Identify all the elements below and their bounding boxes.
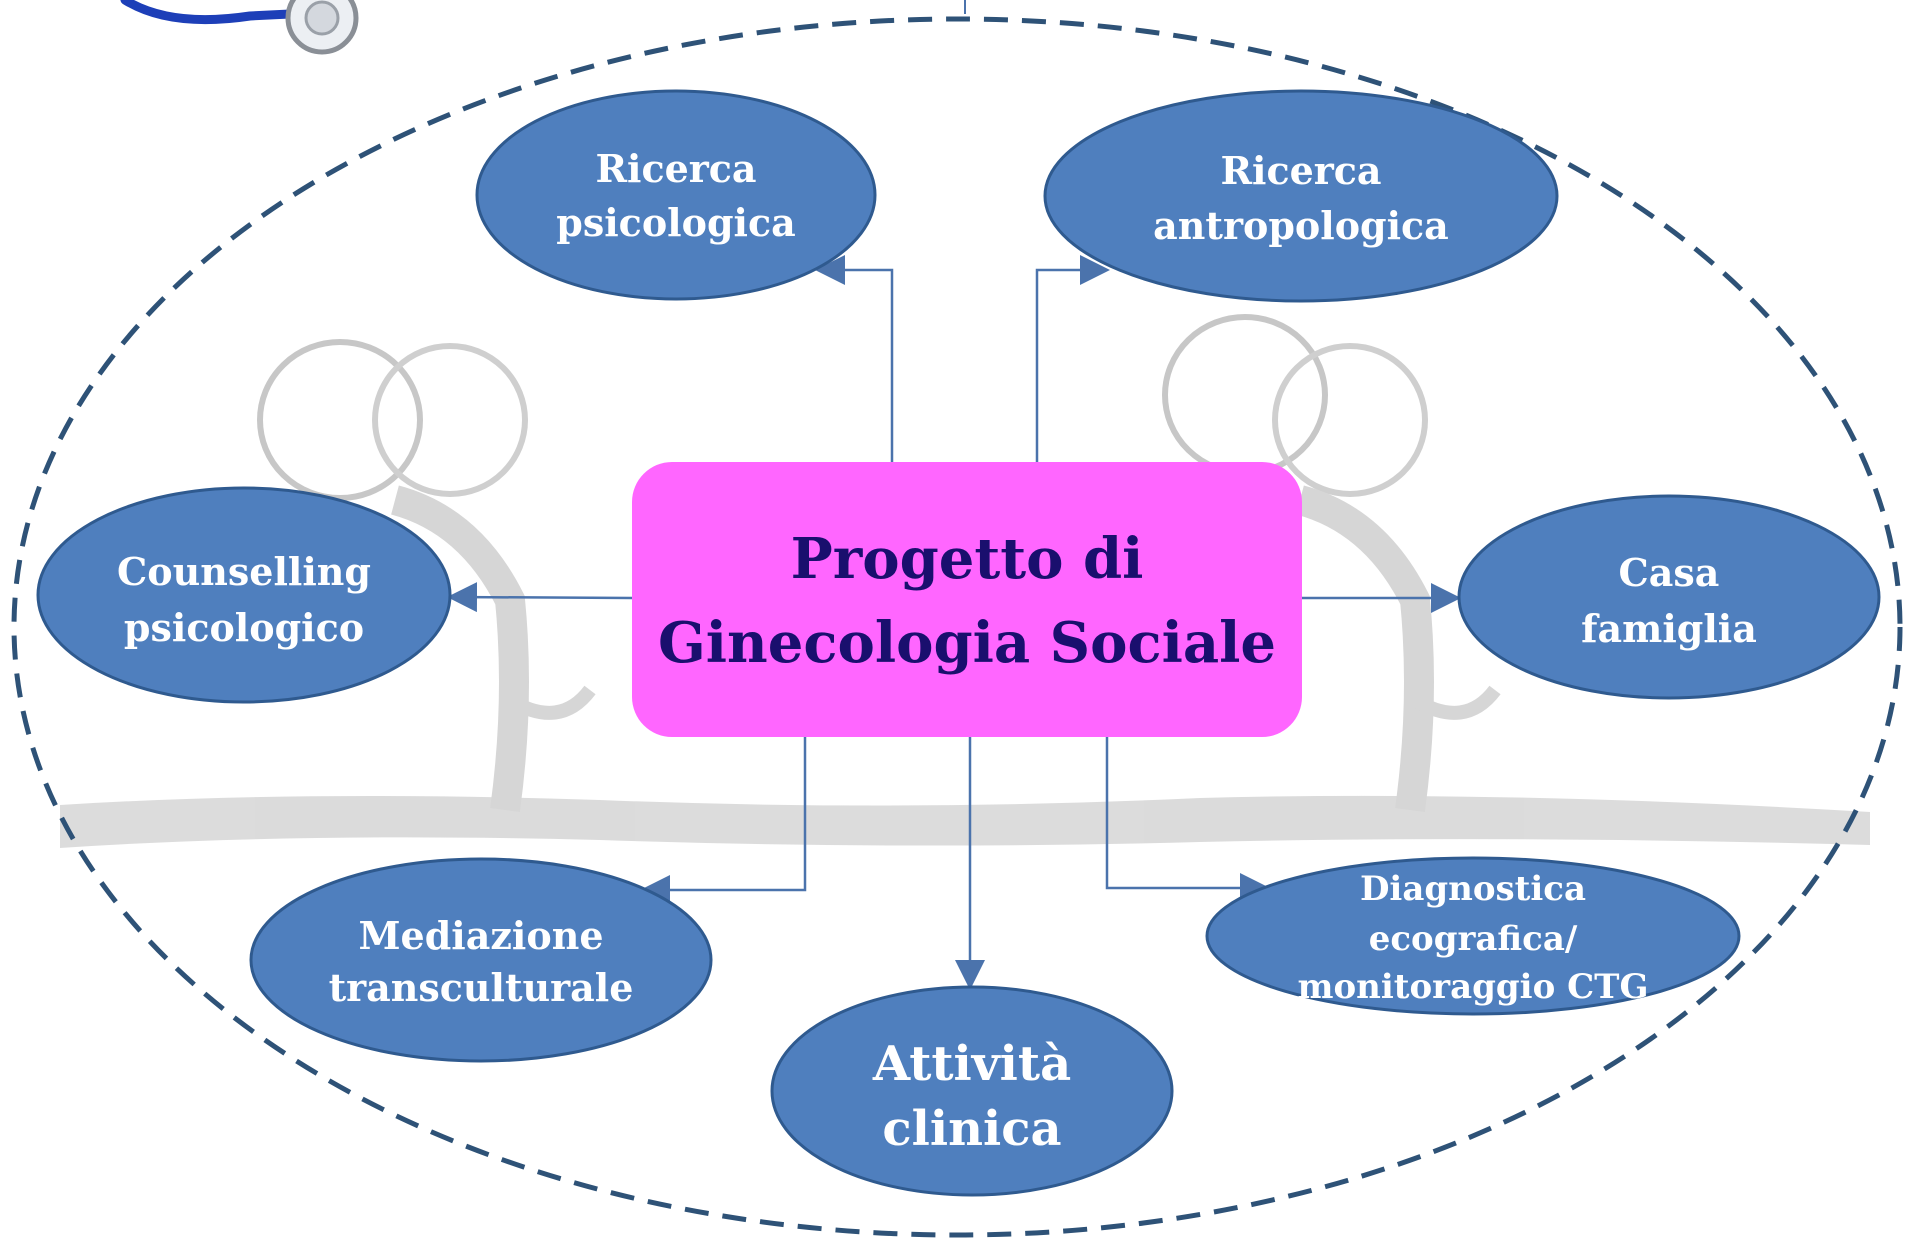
connector-mediazione: [640, 737, 807, 905]
node-diagnostica-line3: monitoraggio CTG: [1298, 967, 1649, 1007]
connector-ricerca-antropologica: [1035, 255, 1110, 462]
node-attivita-line2: clinica: [882, 1101, 1061, 1157]
center-title-line1: Progetto di: [791, 526, 1144, 592]
node-mediazione-transculturale: Mediazione transculturale: [249, 857, 713, 1063]
node-casa-famiglia-line1: Casa: [1619, 550, 1720, 595]
center-node: Progetto di Ginecologia Sociale: [632, 462, 1302, 737]
connector-counselling: [447, 582, 633, 613]
node-diagnostica-ecografica: Diagnostica ecografica/ monitoraggio CTG: [1205, 856, 1741, 1016]
node-ricerca-antropologica: Ricerca antropologica: [1043, 89, 1559, 303]
node-ricerca-antropologica-line2: antropologica: [1153, 203, 1449, 248]
node-ricerca-psicologica-line2: psicologica: [556, 200, 795, 245]
background-sketch: [60, 314, 1870, 848]
node-diagnostica-line2: ecografica/: [1369, 919, 1578, 959]
node-casa-famiglia-line2: famiglia: [1581, 606, 1757, 651]
connector-diagnostica: [1105, 737, 1270, 903]
node-mediazione-line2: transculturale: [329, 965, 634, 1010]
node-casa-famiglia: Casa famiglia: [1457, 494, 1881, 700]
node-mediazione-line1: Mediazione: [358, 913, 603, 958]
connectors: [447, 255, 1461, 990]
center-title-line2: Ginecologia Sociale: [658, 610, 1276, 676]
node-counselling-line1: Counselling: [117, 549, 371, 594]
node-ricerca-psicologica-line1: Ricerca: [595, 146, 756, 191]
node-ricerca-psicologica: Ricerca psicologica: [475, 89, 877, 301]
node-attivita-line1: Attività: [872, 1036, 1071, 1092]
node-counselling-psicologico: Counselling psicologico: [36, 486, 452, 704]
outer-dashed-boundary: [11, 16, 1903, 1238]
connector-ricerca-psicologica: [815, 255, 894, 462]
stethoscope-decoration: [120, 0, 359, 55]
node-ricerca-antropologica-line1: Ricerca: [1220, 148, 1381, 193]
node-diagnostica-line1: Diagnostica: [1360, 869, 1586, 909]
node-attivita-clinica: Attività clinica: [770, 985, 1174, 1197]
node-counselling-line2: psicologico: [124, 605, 364, 650]
